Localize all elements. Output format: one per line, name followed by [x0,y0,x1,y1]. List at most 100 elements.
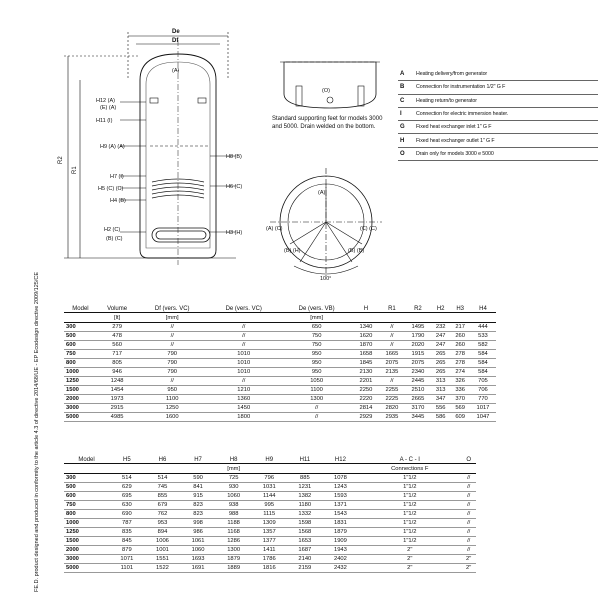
value-cell: // [461,545,476,555]
value-cell: 2159 [287,563,323,573]
value-cell: 1973 [96,394,138,404]
value-cell: 478 [96,331,138,341]
value-cell: 790 [137,358,208,368]
value-cell: 835 [109,527,145,537]
value-cell: 841 [180,482,216,492]
value-cell: 706 [469,385,496,395]
value-cell: 2820 [378,403,405,413]
value-cell: 938 [215,500,252,510]
value-cell: 347 [430,394,451,404]
value-cell: 946 [96,367,138,377]
label-h7: H7 (I) [110,174,124,180]
value-cell: 1243 [322,482,359,492]
value-cell: 1"1/2 [358,500,462,510]
value-cell: 265 [430,367,451,377]
label-h4: H4 (B) [110,198,126,204]
unit-cell [322,463,359,474]
value-cell: // [461,509,476,519]
technical-drawing: De Df R2 R1 (A) H12 (A) (E) (A) H11 (I) … [58,29,382,282]
value-cell: 247 [430,331,451,341]
plan-label-cl: (A) (C) [266,226,283,232]
column-header: De (vers. VC) [207,295,281,313]
value-cell: 790 [137,367,208,377]
column-header: Model [64,446,110,464]
value-cell: 2075 [378,358,405,368]
value-cell: 894 [144,527,181,537]
column-header: H5 [109,446,145,464]
value-cell: 1060 [180,545,216,555]
model-cell: 750 [64,500,110,510]
column-header: O [461,446,476,464]
value-cell: 514 [109,473,145,483]
value-cell: 609 [450,412,470,422]
unit-cell [404,312,431,323]
value-cell: 953 [144,518,181,528]
value-cell: 1031 [251,482,288,492]
unit-cell: [lt] [96,312,138,323]
column-header: H8 [215,446,252,464]
value-cell: 1101 [109,563,145,573]
column-header: Volume [96,295,138,313]
column-header: H6 [144,446,181,464]
dim-r1: R1 [72,166,78,174]
value-cell: // [137,322,208,332]
value-cell: 278 [450,349,470,359]
value-cell: 265 [430,358,451,368]
model-cell: 600 [64,491,110,501]
value-cell: 1"1/2 [358,509,462,519]
legend-key: H [400,137,405,144]
value-cell: 1377 [251,536,288,546]
value-cell: 1411 [251,545,288,555]
value-cell: 1300 [215,545,252,555]
value-cell: 1001 [144,545,181,555]
label-h2: H2 (C) [104,227,120,233]
dim-df: Df [172,38,179,44]
label-a-top: (A) [172,68,180,74]
value-cell: 690 [109,509,145,519]
model-cell: 800 [64,358,97,368]
value-cell: 823 [180,509,216,519]
value-cell: 1600 [137,412,208,422]
value-cell: 326 [450,376,470,386]
legend-key: G [400,124,405,131]
value-cell: 1309 [251,518,288,528]
model-cell: 500 [64,482,110,492]
unit-cell [430,312,451,323]
value-cell: 770 [469,394,496,404]
value-cell: // [207,340,281,350]
value-cell: 278 [450,358,470,368]
model-cell: 800 [64,509,110,519]
value-cell: // [207,376,281,386]
value-cell: 705 [469,376,496,386]
value-cell: 584 [469,367,496,377]
legend-desc: Drain only for models 3000 e 5000 [416,150,494,157]
unit-cell [180,463,216,474]
column-header: H9 [251,446,288,464]
dim-r2: R2 [58,156,64,164]
label-h12: H12 (A) [96,98,115,104]
model-cell: 600 [64,340,97,350]
value-cell: // [207,322,281,332]
value-cell: 247 [430,340,451,350]
plan-angle: 100° [320,276,331,282]
value-cell: 1790 [404,331,431,341]
label-h9: H9 (A) (A) [100,144,125,150]
model-cell: 1500 [64,536,110,546]
value-cell: 582 [469,340,496,350]
value-cell: 2255 [378,385,405,395]
unit-cell [109,463,145,474]
value-cell: 313 [430,385,451,395]
value-cell: 1382 [287,491,323,501]
value-cell: 2929 [352,412,379,422]
value-cell: 1551 [144,554,181,564]
value-cell: 988 [215,509,252,519]
value-cell: 1100 [137,394,208,404]
